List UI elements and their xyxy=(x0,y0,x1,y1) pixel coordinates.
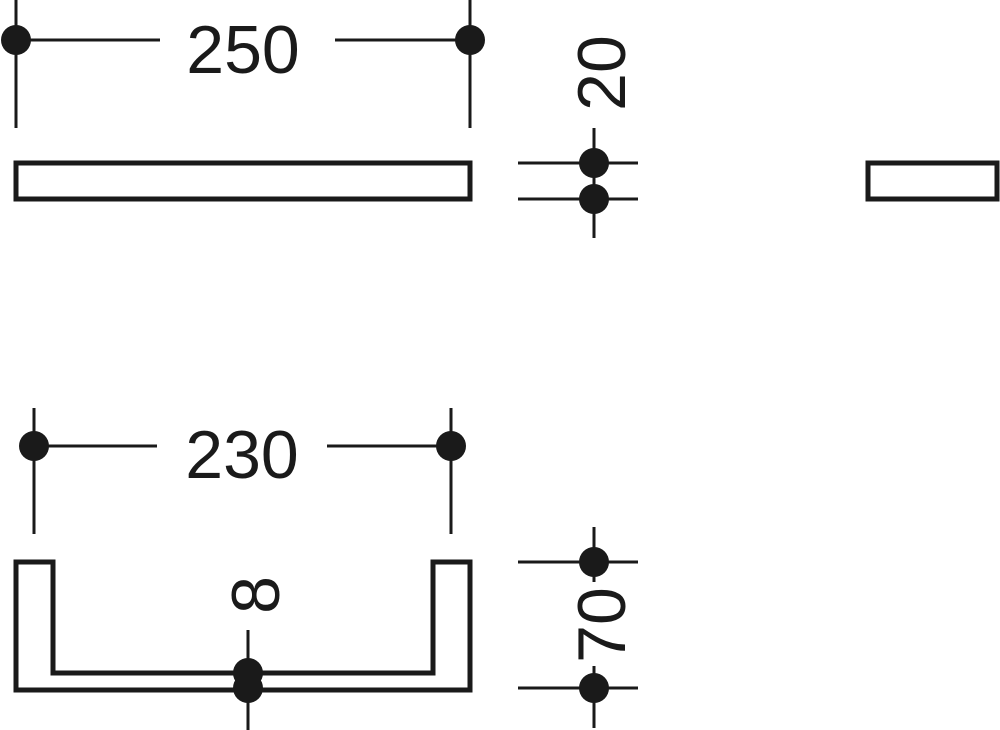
dimension-dot xyxy=(579,547,609,577)
u-shaped-part xyxy=(13,559,473,693)
dimension-dot xyxy=(233,673,263,703)
dimension-label-70: 70 xyxy=(564,587,640,663)
dimension-dot xyxy=(579,184,609,214)
bar-top-view xyxy=(13,160,473,202)
dimension-dot xyxy=(1,25,31,55)
dimension-label-8: 8 xyxy=(218,576,294,614)
dimension-dot xyxy=(579,673,609,703)
dimension-dot xyxy=(579,148,609,178)
dimension-label-230: 230 xyxy=(185,417,298,493)
label-background xyxy=(572,582,632,666)
dimension-label-20: 20 xyxy=(564,35,640,111)
dimension-dot xyxy=(436,431,466,461)
top-view: 250 xyxy=(1,0,485,202)
front-view: 230 8 xyxy=(13,408,473,730)
height-dimension: 70 xyxy=(518,527,640,728)
dimension-label-250: 250 xyxy=(186,12,299,88)
bar-side-section xyxy=(865,160,1000,202)
thickness-dimension: 20 xyxy=(518,35,640,238)
dimension-dot xyxy=(455,25,485,55)
dimension-dot xyxy=(19,431,49,461)
